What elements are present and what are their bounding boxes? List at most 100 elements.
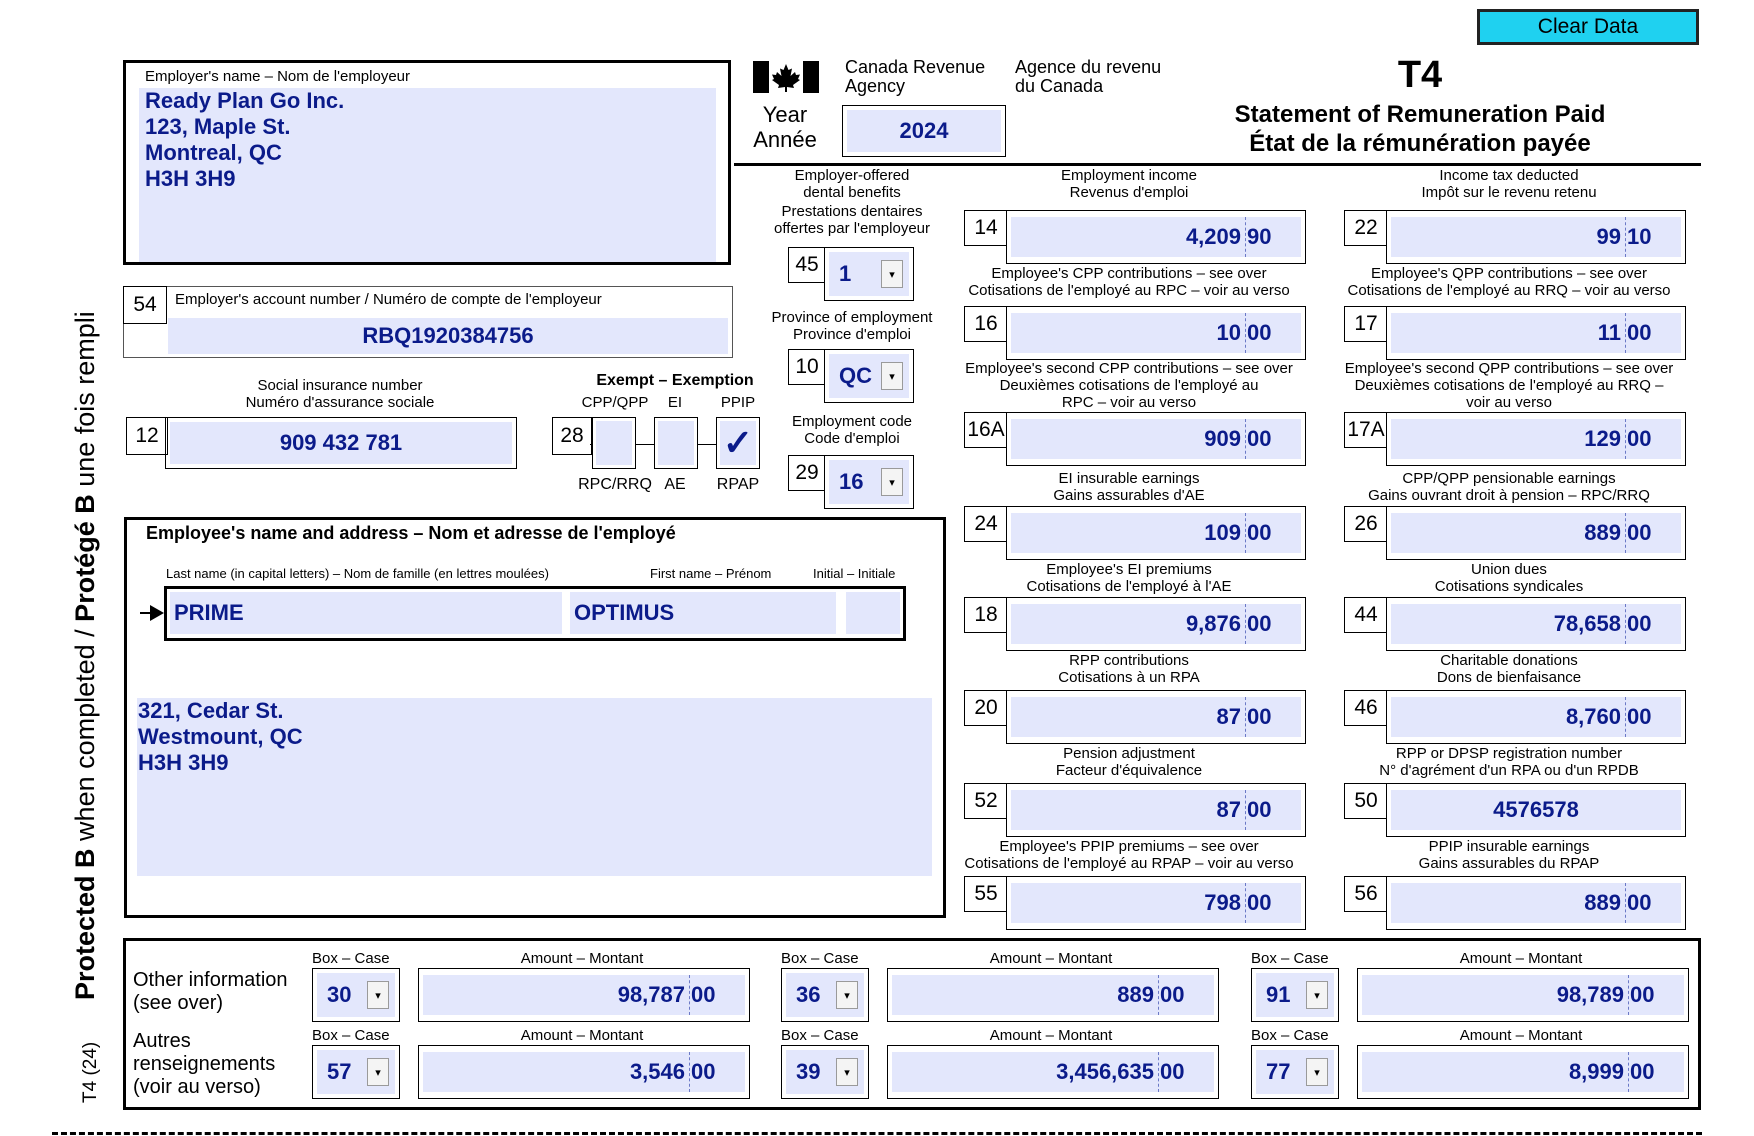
province-label-fr: Province d'emploi bbox=[793, 326, 911, 343]
amount-cents: 00 bbox=[1247, 520, 1272, 545]
agency-name-en-2: Agency bbox=[845, 76, 906, 96]
sin-frame bbox=[165, 417, 517, 469]
box-16-number: 16 bbox=[964, 306, 1008, 342]
chevron-down-icon[interactable]: ▾ bbox=[1306, 981, 1328, 1009]
box-17a-label-line: Deuxièmes cotisations de l'employé au RR… bbox=[1354, 377, 1664, 394]
dental-dropdown[interactable]: 1 ▾ bbox=[824, 247, 914, 301]
box-17a-label-line: Employee's second QPP contributions – se… bbox=[1344, 360, 1674, 377]
employee-address-line-2: Westmount, QC bbox=[138, 724, 303, 749]
other-box-dropdown[interactable]: 91▾ bbox=[1251, 968, 1339, 1022]
tax-year-field[interactable]: 2024 bbox=[842, 105, 1006, 157]
cents-separator bbox=[1625, 313, 1626, 353]
exempt-cpp-checkbox[interactable] bbox=[592, 417, 636, 469]
amount-cents: 00 bbox=[1627, 320, 1652, 345]
employer-name-address-field[interactable]: Ready Plan Go Inc. 123, Maple St. Montre… bbox=[139, 88, 716, 262]
employee-address-field[interactable]: 321, Cedar St. Westmount, QC H3H 3H9 bbox=[137, 698, 932, 876]
chevron-down-icon[interactable]: ▾ bbox=[367, 1058, 389, 1086]
box-50-amount-field[interactable]: 4576578 bbox=[1386, 783, 1686, 837]
amount-cents: 90 bbox=[1247, 224, 1272, 249]
box-14-label-line: Employment income bbox=[1061, 167, 1197, 184]
exempt-ppip-checkbox[interactable]: ✓ bbox=[716, 417, 760, 469]
empcode-dropdown[interactable]: 16 ▾ bbox=[824, 455, 914, 509]
other-box-dropdown[interactable]: 36▾ bbox=[781, 968, 869, 1022]
other-box-dropdown[interactable]: 39▾ bbox=[781, 1045, 869, 1099]
sin-field[interactable]: 909 432 781 bbox=[170, 422, 512, 464]
amount-cents: 00 bbox=[1627, 704, 1652, 729]
amount-cents: 00 bbox=[1247, 611, 1272, 636]
other-label-en-2: (see over) bbox=[133, 992, 224, 1014]
amount-cents: 00 bbox=[1247, 704, 1272, 729]
exempt-col-ppip: PPIP bbox=[720, 394, 756, 411]
amount-cents: 00 bbox=[1160, 1059, 1185, 1084]
clear-data-button[interactable]: Clear Data bbox=[1477, 9, 1699, 45]
amount-cents: 00 bbox=[691, 982, 716, 1007]
chevron-down-icon[interactable]: ▾ bbox=[1306, 1058, 1328, 1086]
chevron-down-icon[interactable]: ▾ bbox=[881, 362, 903, 390]
last-name-label: Last name (in capital letters) – Nom de … bbox=[166, 566, 549, 581]
cents-separator bbox=[1625, 697, 1626, 737]
amount-dollars: 99 bbox=[1596, 224, 1621, 249]
agency-name-fr-2: du Canada bbox=[1015, 76, 1104, 96]
amount-cents: 00 bbox=[1247, 320, 1272, 345]
chevron-down-icon[interactable]: ▾ bbox=[367, 981, 389, 1009]
initial-field[interactable] bbox=[846, 592, 900, 634]
empcode-value: 16 bbox=[839, 469, 864, 494]
province-dropdown[interactable]: QC ▾ bbox=[824, 349, 914, 403]
box-28-number: 28 bbox=[552, 417, 592, 455]
chevron-down-icon[interactable]: ▾ bbox=[881, 260, 903, 288]
other-label-fr-3: (voir au verso) bbox=[133, 1076, 261, 1098]
cents-separator bbox=[1628, 975, 1629, 1015]
chevron-down-icon[interactable]: ▾ bbox=[836, 981, 858, 1009]
box-52-label-line: Facteur d'équivalence bbox=[1055, 762, 1203, 779]
other-box-dropdown[interactable]: 57▾ bbox=[312, 1045, 400, 1099]
amount-cents: 00 bbox=[1630, 982, 1655, 1007]
other-box-dropdown[interactable]: 77▾ bbox=[1251, 1045, 1339, 1099]
registration-number-value: 4576578 bbox=[1493, 797, 1579, 822]
chevron-down-icon[interactable]: ▾ bbox=[881, 468, 903, 496]
other-box-label: Box – Case bbox=[781, 1027, 859, 1044]
year-label-fr: Année bbox=[753, 127, 817, 152]
last-name-field[interactable]: PRIME bbox=[170, 592, 562, 634]
box-45-number: 45 bbox=[788, 247, 826, 283]
employer-account-field[interactable]: RBQ1920384756 bbox=[168, 318, 728, 354]
first-name-field[interactable]: OPTIMUS bbox=[570, 592, 836, 634]
amount-dollars: 10 bbox=[1216, 320, 1241, 345]
box-56-label-line: PPIP insurable earnings bbox=[1428, 838, 1590, 855]
cents-separator bbox=[1628, 1052, 1629, 1092]
other-box-value: 30 bbox=[327, 982, 352, 1007]
box-46-label-line: Dons de bienfaisance bbox=[1436, 669, 1582, 686]
other-box-dropdown[interactable]: 30 ▾ bbox=[312, 968, 400, 1022]
box-18-label-line: Employee's EI premiums bbox=[1046, 561, 1212, 578]
agency-name-fr-1: Agence du revenu bbox=[1015, 57, 1162, 77]
chevron-down-icon[interactable]: ▾ bbox=[836, 1058, 858, 1086]
other-label-en-1: Other information bbox=[133, 969, 288, 991]
amount-dollars: 4,209 bbox=[1185, 224, 1241, 249]
exempt-ei-checkbox[interactable] bbox=[654, 417, 698, 469]
